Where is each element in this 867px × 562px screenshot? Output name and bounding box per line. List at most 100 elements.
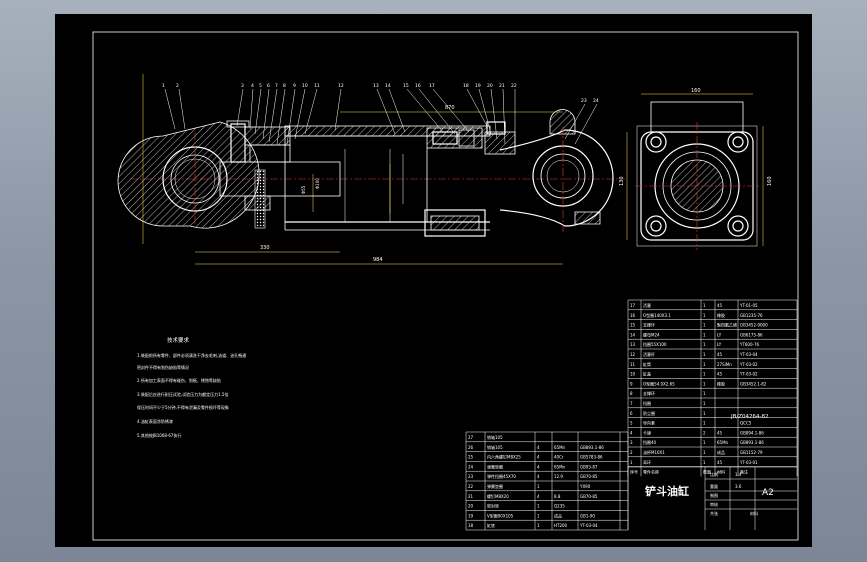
bom-cell-qty: 1 [703, 381, 706, 386]
bom-row: 20 密封垫 1 Q235 [466, 500, 628, 509]
svg-text:共张: 共张 [710, 510, 718, 516]
bom-cell-name: 弹簧垫圈 [487, 483, 503, 489]
bom-cell-mat: 45 [717, 460, 723, 465]
bom-cell-name: 缸筒 [643, 361, 651, 367]
svg-text:21: 21 [499, 83, 505, 89]
svg-text:8: 8 [283, 83, 286, 89]
bom-cell-qty: 4 [537, 464, 540, 469]
bom-cell-mat: 45 [717, 303, 723, 308]
bom-cell-name: O型圈54.0X2.65 [643, 380, 675, 386]
bom-cell-name: 密封垫 [487, 503, 499, 509]
piston [426, 127, 483, 149]
bom-cell-mat: 27SiMn [717, 362, 732, 367]
bom-cell-std: GB3452.1-82 [740, 381, 767, 386]
dim-overall: 984 [373, 257, 383, 263]
bom-cell-no: 5 [630, 421, 633, 426]
bom-cell-mat: 8.8 [554, 494, 561, 499]
bom-cell-no: 8 [630, 391, 633, 396]
bom-cell-no: 20 [468, 504, 474, 509]
bom-cell-name: 挡圈55X100 [643, 341, 667, 347]
svg-text:重量: 重量 [710, 483, 718, 489]
bom-cell-qty: 1 [703, 332, 706, 337]
bom-cell-no: 22 [468, 484, 474, 489]
svg-text:5.其他按JB1068-67执行: 5.其他按JB1068-67执行 [137, 432, 181, 438]
bom-cell-no: 14 [630, 332, 636, 337]
bom-cell-qty: 2 [703, 430, 706, 435]
svg-text:15: 15 [403, 83, 409, 89]
bom-cell-qty: 1 [703, 342, 706, 347]
svg-text:6: 6 [267, 83, 270, 89]
bom-cell-std: YX90 [579, 484, 591, 489]
dim-head-h: 160 [767, 176, 773, 186]
bom-cell-std: GB894.1-86 [740, 430, 764, 435]
bom-cell-qty: 1 [537, 523, 540, 528]
bom-cell-mat: 65Mn [554, 464, 566, 469]
bom-cell-mat: 40Cr [554, 455, 564, 460]
bom-cell-no: 24 [468, 464, 474, 469]
bom-cell-name: 螺钉M8X20 [487, 493, 509, 499]
bom-cell-mat: Q235 [554, 504, 565, 509]
bom-cell-qty: 1 [703, 313, 706, 318]
svg-text:17: 17 [429, 83, 435, 89]
bom-cell-qty: 1 [537, 504, 540, 509]
svg-text:1:4: 1:4 [735, 472, 742, 477]
svg-text:审核: 审核 [710, 501, 718, 507]
bom-cell-name: 卡键 [643, 429, 651, 435]
svg-text:9: 9 [293, 83, 296, 89]
svg-text:7: 7 [275, 83, 278, 89]
bom-cell-std: GB5783-86 [580, 455, 603, 460]
svg-text:20: 20 [487, 83, 493, 89]
bom-cell-name: 销轴105 [487, 434, 503, 440]
bom-cell-mat: 聚四氟乙烯 [717, 322, 737, 328]
bom-cell-no: 3 [630, 440, 633, 445]
bom-cell-std: GB6175-86 [740, 332, 763, 337]
bom-cell-no: 11 [630, 362, 636, 367]
dim-l2: 870 [445, 105, 455, 111]
svg-text:11: 11 [314, 83, 320, 89]
bom-cell-std: YT600-76 [739, 342, 760, 347]
bom-cell-qty: 4 [537, 455, 540, 460]
bom-cell-name: 活塞 [643, 302, 651, 308]
bom-cell-qty: 1 [537, 484, 540, 489]
bom-cell-qty: 4 [537, 494, 540, 499]
bom-cell-qty: 4 [537, 445, 540, 450]
bom-cell-qty: 1 [703, 372, 706, 377]
bom-cell-name: 油杯M10X1 [643, 449, 665, 455]
svg-text:保压时间不少于5分钟,不得有泄漏及零件损坏等现象: 保压时间不少于5分钟,不得有泄漏及零件损坏等现象 [137, 404, 229, 410]
bom-cell-mat: 45 [717, 430, 723, 435]
bom-cell-no: 16 [630, 313, 636, 318]
drawing-sheet: 330 984 870 Φ55 Φ100 [55, 14, 812, 547]
sheet-size: A2 [762, 488, 774, 498]
rod-eye-housing [117, 121, 260, 229]
bom-cell-name: 挡圈 [643, 400, 651, 406]
svg-text:14: 14 [385, 83, 391, 89]
bom-cell-qty: 1 [703, 421, 706, 426]
svg-text:3.6: 3.6 [735, 484, 742, 489]
bom-cell-mat: 65Mn [554, 445, 566, 450]
standard-code: JB/Z04264-82 [730, 414, 769, 420]
svg-text:16: 16 [415, 83, 421, 89]
svg-text:3: 3 [241, 83, 244, 89]
bom-cell-no: 12 [630, 352, 636, 357]
dim-head-w: 160 [691, 88, 701, 94]
bom-cell-mat: 45 [717, 352, 723, 357]
bom-cell-name: 活塞杆 [643, 351, 655, 357]
